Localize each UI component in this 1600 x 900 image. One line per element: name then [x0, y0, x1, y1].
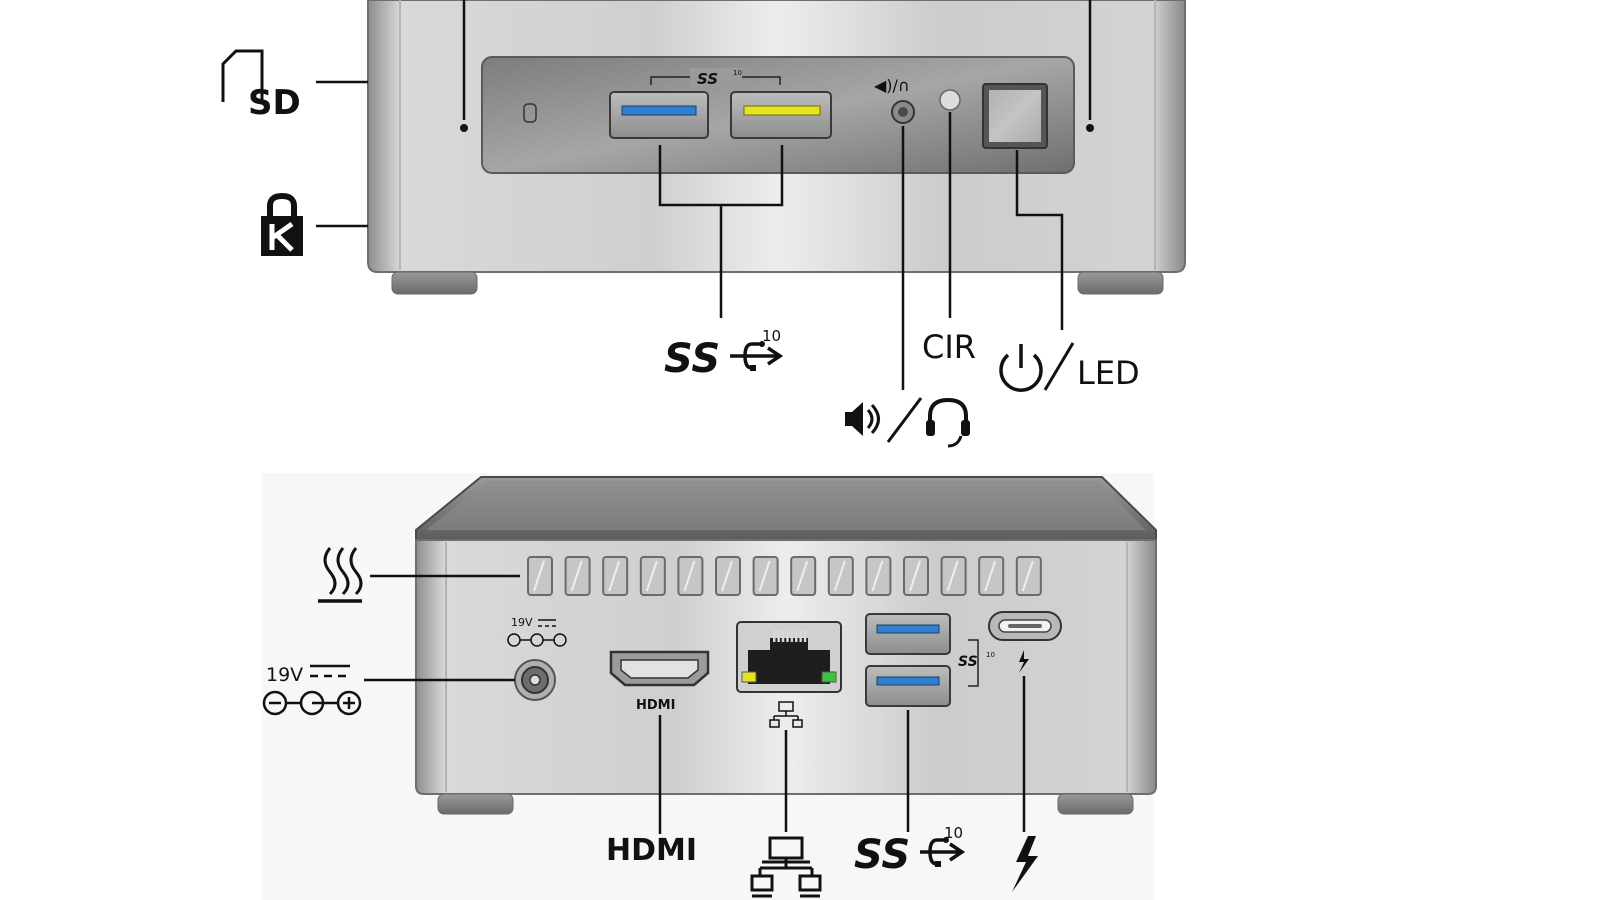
rear-usb-port-bottom	[865, 665, 951, 707]
network-icon	[750, 836, 822, 898]
mic-right	[1086, 124, 1094, 132]
rear-usb-callout-superscript: 10	[944, 824, 963, 842]
svg-text:10: 10	[733, 69, 742, 77]
sd-label: SD	[248, 83, 301, 123]
ethernet-pin	[781, 630, 785, 642]
vent-slot-highlight	[984, 560, 997, 592]
vent-slot-highlight	[946, 560, 959, 592]
vent-slot-highlight	[683, 560, 696, 592]
ethernet-pin	[773, 630, 776, 642]
dc-in-jack	[514, 659, 556, 701]
hdmi-port	[609, 650, 710, 687]
hdmi-port-label: HDMI	[636, 698, 675, 713]
dc-label: 19V	[266, 664, 303, 686]
network-mini-icon	[769, 701, 803, 728]
rear-usb-port-top	[865, 613, 951, 655]
rear-usb-group-label: SS	[958, 654, 978, 670]
ethernet-pin	[790, 630, 794, 642]
ethernet-pin	[795, 630, 798, 642]
kensington-lock-icon	[261, 192, 303, 256]
cir-label: CIR	[922, 328, 976, 366]
mic-left	[460, 124, 468, 132]
front-usb-port-left	[609, 91, 709, 139]
vent-slots	[527, 556, 1042, 596]
dc-polarity-icon	[262, 690, 362, 716]
dc-polarity-small-icon	[507, 633, 567, 647]
front-usb-callout-label: SS	[664, 336, 720, 382]
front-foot-right	[1077, 271, 1164, 295]
power-icon	[999, 344, 1043, 392]
thunderbolt-port	[988, 611, 1062, 641]
ethernet-pin	[786, 630, 789, 642]
heat-vent-icon	[318, 547, 363, 603]
ethernet-pin	[803, 630, 807, 642]
headset-icon	[926, 397, 970, 448]
cir-sensor	[939, 89, 961, 111]
front-audio-mini-icon: ◀)/∩	[874, 76, 910, 95]
rear-foot-right	[1057, 793, 1134, 815]
front-usb-port-right	[730, 91, 832, 139]
vent-slot-highlight	[608, 560, 621, 592]
vent-slot-highlight	[796, 560, 809, 592]
vent-slot-highlight	[833, 560, 846, 592]
hdmi-callout-label: HDMI	[606, 833, 697, 868]
dc-small-label: 19V	[511, 616, 533, 629]
rear-view: 19V 19V	[262, 473, 1157, 900]
speaker-icon	[845, 402, 880, 436]
rear-usb-group-superscript: 10	[986, 651, 995, 659]
ethernet-pin	[777, 630, 780, 642]
vent-slot-highlight	[871, 560, 884, 592]
thunderbolt-icon	[1012, 836, 1038, 892]
front-view: SS 10 ◀)/∩ SD	[221, 0, 1186, 448]
vent-slot-highlight	[721, 560, 733, 592]
sd-card-icon	[221, 49, 264, 102]
rear-foot-left	[437, 793, 514, 815]
vent-slot-highlight	[1021, 560, 1034, 592]
front-usb-group-label: SS	[697, 70, 718, 88]
vent-slot-highlight	[758, 560, 771, 592]
thunderbolt-mini-icon	[1019, 650, 1029, 673]
front-usb-callout-superscript: 10	[762, 327, 781, 345]
ethernet-pin	[799, 630, 802, 642]
rear-usb-callout-label: SS	[854, 832, 910, 878]
ethernet-port	[736, 621, 842, 693]
vent-slot-highlight	[570, 560, 583, 592]
power-led-label: LED	[1077, 354, 1140, 392]
vent-slot-highlight	[533, 560, 545, 592]
front-foot-left	[391, 271, 478, 295]
vent-slot-highlight	[909, 560, 921, 592]
rear-usb-superspeed-icon	[920, 837, 966, 867]
drive-activity-icon	[523, 103, 537, 123]
usb-superspeed-icon	[730, 341, 784, 371]
vent-slot-highlight	[645, 560, 658, 592]
